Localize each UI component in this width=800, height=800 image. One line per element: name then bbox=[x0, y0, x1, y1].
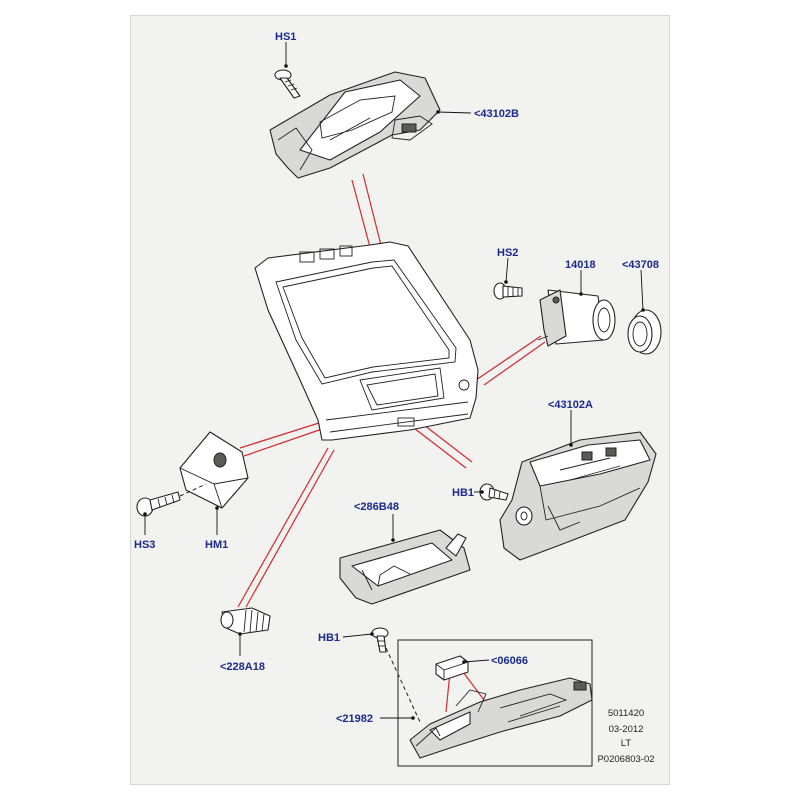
callout-hs1: HS1 bbox=[275, 31, 296, 43]
bump-stop-228a18 bbox=[220, 607, 271, 635]
callout-hs3: HS3 bbox=[134, 539, 155, 551]
reference-date: 03-2012 bbox=[609, 724, 644, 735]
bolt-hb1-upper bbox=[479, 483, 509, 501]
callout-leaders bbox=[143, 42, 645, 720]
bolt-hb1-lower bbox=[371, 627, 389, 653]
handle-switch-box bbox=[385, 639, 593, 767]
callout-43708: <43708 bbox=[622, 259, 659, 271]
callout-43102a: <43102A bbox=[548, 399, 593, 411]
callout-43102b: <43102B bbox=[474, 108, 519, 120]
callout-hs2: HS2 bbox=[497, 247, 518, 259]
callout-hb1-upper: HB1 bbox=[452, 487, 474, 499]
reference-block: 5011420 03-2012 LT P0206803-02 bbox=[597, 708, 654, 765]
screw-hs1 bbox=[274, 69, 301, 99]
screw-hs2 bbox=[493, 282, 523, 300]
reference-number: 5011420 bbox=[608, 708, 644, 719]
ring-43708 bbox=[627, 309, 662, 355]
striker-hm1 bbox=[179, 431, 249, 509]
tailgate-panel bbox=[254, 241, 479, 441]
callout-14018: 14018 bbox=[565, 259, 596, 271]
lower-latch-assembly bbox=[499, 431, 657, 561]
switch-21982 bbox=[409, 677, 593, 759]
callout-06066: <06066 bbox=[491, 655, 528, 667]
callout-21982: <21982 bbox=[336, 713, 373, 725]
reference-part-id: P0206803-02 bbox=[597, 754, 654, 765]
callout-hm1: HM1 bbox=[205, 539, 228, 551]
callout-228a18: <228A18 bbox=[220, 661, 265, 673]
switch-cap-06066 bbox=[435, 655, 469, 681]
callout-286b48: <286B48 bbox=[354, 501, 399, 513]
screw-hs3 bbox=[136, 483, 207, 517]
lock-cylinder-14018 bbox=[537, 289, 616, 347]
upper-latch-assembly bbox=[269, 71, 441, 179]
reference-code: LT bbox=[621, 738, 632, 749]
handle-286b48 bbox=[339, 529, 471, 605]
callout-hb1-lower: HB1 bbox=[318, 632, 340, 644]
callout-labels: HS1 <43102B HS2 14018 <43708 <43102A HB1… bbox=[134, 31, 659, 725]
